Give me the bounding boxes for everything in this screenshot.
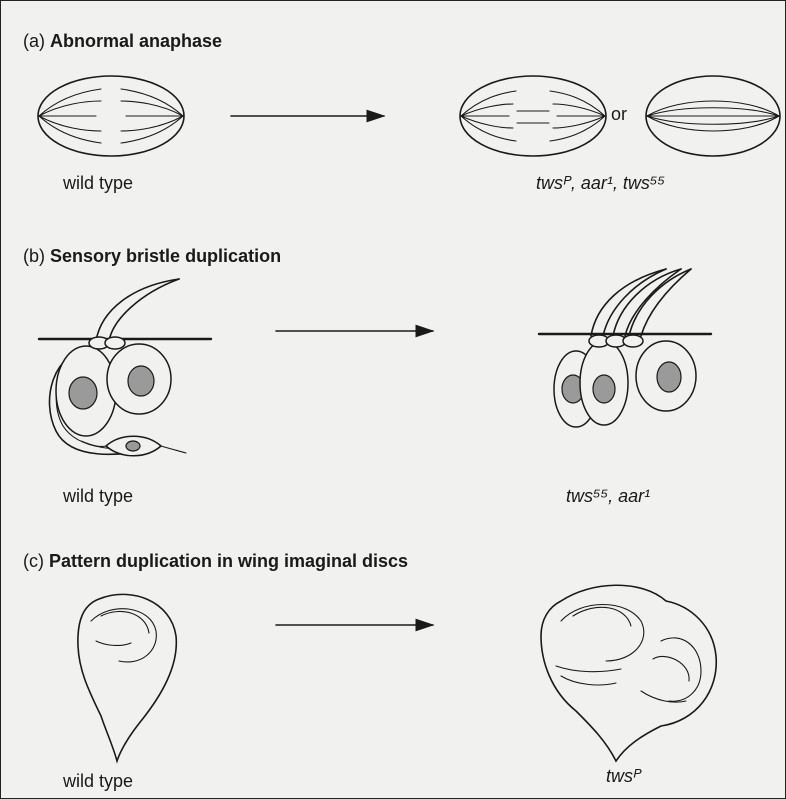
wing-disc-icon (78, 594, 176, 761)
spindle-icon (460, 76, 606, 156)
spindle-icon (646, 76, 780, 156)
spindle-icon (38, 76, 184, 156)
bristle-icon (539, 269, 711, 427)
bristle-icon (39, 279, 211, 456)
wing-disc-icon (541, 585, 716, 761)
